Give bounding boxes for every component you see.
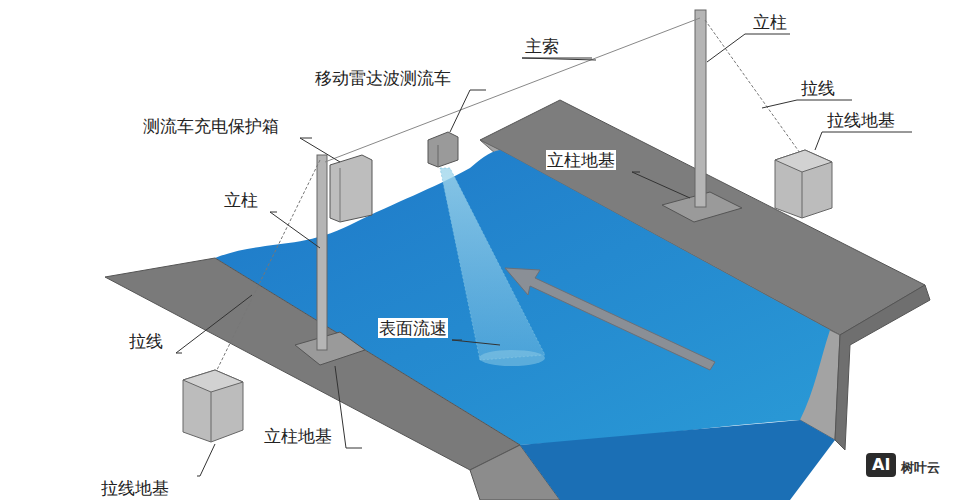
callout-label: 立柱: [752, 12, 788, 32]
callout-label: 立柱: [223, 190, 259, 210]
callout-label: 主索: [524, 36, 560, 56]
callout-label: 拉线: [800, 78, 836, 98]
callout-label: 拉线地基: [826, 110, 896, 130]
callout-label: 立柱地基: [263, 426, 333, 446]
callout-label: 立柱地基: [546, 150, 616, 170]
watermark-text: 树叶云: [900, 458, 941, 478]
callout-label: 测流车充电保护箱: [142, 116, 280, 136]
callout-label: 表面流速: [378, 318, 448, 338]
callout-label: 拉线: [128, 331, 164, 351]
callout-label: 拉线地基: [100, 478, 170, 498]
watermark-badge: AI: [871, 455, 891, 475]
callout-label: 移动雷达波测流车: [314, 68, 452, 88]
